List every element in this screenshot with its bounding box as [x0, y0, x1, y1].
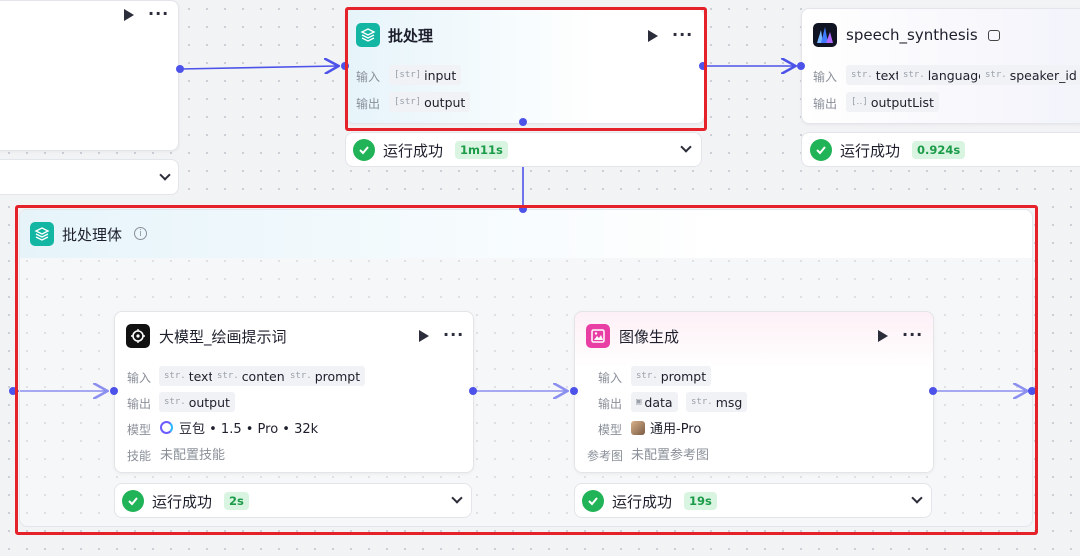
input-label: 输入 [598, 371, 623, 385]
run-time-badge: 19s [684, 492, 717, 510]
success-check-icon [582, 490, 604, 512]
doubao-logo-icon [160, 421, 173, 434]
highlight-box-batch-node [345, 7, 707, 131]
brain-icon [126, 324, 150, 348]
success-check-icon [122, 490, 144, 512]
speech-node-title: speech_synthesis [846, 26, 978, 44]
more-icon[interactable]: ··· [672, 25, 694, 44]
speech-node-status-bar[interactable]: 运行成功 0.924s [801, 132, 1080, 167]
llm-node[interactable]: 大模型_绘画提示词 ··· 输入 str. text str. content … [114, 311, 474, 473]
skill-value: 未配置技能 [160, 448, 226, 463]
input-label: 输入 [127, 371, 152, 385]
input-label: 输入 [356, 70, 381, 84]
reference-image-label: 参考图 [587, 449, 624, 463]
status-text: 运行成功 [152, 493, 213, 511]
input-param-speaker-id: str. speaker_id [980, 65, 1080, 85]
status-text: 运行成功 [840, 142, 901, 160]
llm-node-input-port[interactable] [110, 387, 118, 395]
batch-body-input-port[interactable] [519, 205, 527, 213]
image-generation-node[interactable]: 图像生成 ··· 输入 str. prompt 输出 ▣ data str. m… [574, 311, 934, 473]
model-label: 模型 [127, 423, 152, 437]
output-param-msg: str. msg [686, 392, 748, 412]
run-icon[interactable] [419, 330, 429, 342]
input-param-language: str. language [898, 65, 991, 85]
run-time-badge: 0.924s [912, 141, 966, 159]
batch-node-body-port[interactable] [519, 118, 527, 126]
batch-node-output-port[interactable] [699, 62, 707, 70]
image-node-title: 图像生成 [619, 328, 680, 346]
model-label: 模型 [598, 423, 623, 437]
llm-node-title: 大模型_绘画提示词 [159, 328, 287, 346]
input-param-tag: [str] input [389, 65, 462, 85]
output-param-tag: [str] output [389, 92, 471, 112]
input-param-prompt: str. prompt [631, 366, 712, 386]
batch-body-header [20, 210, 1032, 258]
batch-node-status-bar[interactable]: 运行成功 1m11s [345, 132, 702, 167]
output-param-tag: str. output [159, 392, 235, 412]
plugin-badge-icon [988, 30, 1000, 41]
skill-label: 技能 [127, 449, 152, 463]
batch-node[interactable]: 批处理 ··· 输入 [str] input 输出 [str] output [345, 8, 705, 124]
info-icon[interactable]: i [134, 227, 147, 240]
output-label: 输出 [356, 97, 381, 111]
output-label: 输出 [127, 397, 152, 411]
run-time-badge: 1m11s [455, 141, 508, 159]
input-label: 输入 [813, 70, 838, 84]
run-icon[interactable] [878, 330, 888, 342]
model-value[interactable]: 豆包 • 1.5 • Pro • 32k [160, 418, 318, 437]
output-param-tag: [‥] outputList [846, 92, 939, 112]
left-node-output-port[interactable] [176, 65, 184, 73]
image-node-input-port[interactable] [570, 387, 578, 395]
speech-node-input-port[interactable] [797, 62, 805, 70]
success-check-icon [353, 139, 375, 161]
model-value[interactable]: 通用-Pro [631, 418, 701, 437]
input-param-text: str. text [846, 65, 906, 85]
reference-image-value: 未配置参考图 [631, 448, 710, 463]
layers-icon [356, 23, 380, 47]
model-thumbnail-icon [631, 420, 645, 435]
output-label: 输出 [598, 397, 623, 411]
more-icon[interactable]: ··· [148, 4, 170, 23]
waveform-logo-icon [813, 23, 837, 47]
input-param-prompt: str. prompt [285, 366, 366, 386]
image-node-output-port[interactable] [929, 387, 937, 395]
layers-icon [30, 222, 54, 246]
left-node-status-bar[interactable] [0, 159, 179, 195]
chevron-down-icon[interactable] [159, 169, 171, 181]
image-node-status-bar[interactable]: 运行成功 19s [574, 483, 932, 518]
more-icon[interactable]: ··· [902, 325, 924, 344]
run-time-badge: 2s [224, 492, 249, 510]
status-text: 运行成功 [383, 142, 444, 160]
batch-body-right-port[interactable] [1028, 387, 1036, 395]
batch-node-title: 批处理 [388, 27, 434, 45]
edge-left-to-batch [179, 66, 337, 69]
llm-node-output-port[interactable] [469, 387, 477, 395]
batch-body-left-port[interactable] [9, 387, 17, 395]
output-param-data: ▣ data [631, 392, 678, 412]
more-icon[interactable]: ··· [443, 325, 465, 344]
status-text: 运行成功 [612, 493, 673, 511]
chevron-down-icon[interactable] [680, 141, 692, 153]
run-icon[interactable] [648, 30, 658, 42]
image-icon [586, 324, 610, 348]
llm-node-status-bar[interactable]: 运行成功 2s [114, 483, 472, 518]
batch-body-title: 批处理体 [62, 226, 123, 244]
output-label: 输出 [813, 97, 838, 111]
success-check-icon [810, 139, 832, 161]
highlight-box-batch-body [15, 205, 1038, 535]
speech-synthesis-node[interactable]: speech_synthesis 输入 str. text str. langu… [801, 8, 1080, 124]
left-node[interactable]: ··· [0, 0, 179, 151]
input-param-text: str. text [159, 366, 219, 386]
input-param-content: str. content [212, 366, 295, 386]
play-icon[interactable] [124, 9, 134, 21]
